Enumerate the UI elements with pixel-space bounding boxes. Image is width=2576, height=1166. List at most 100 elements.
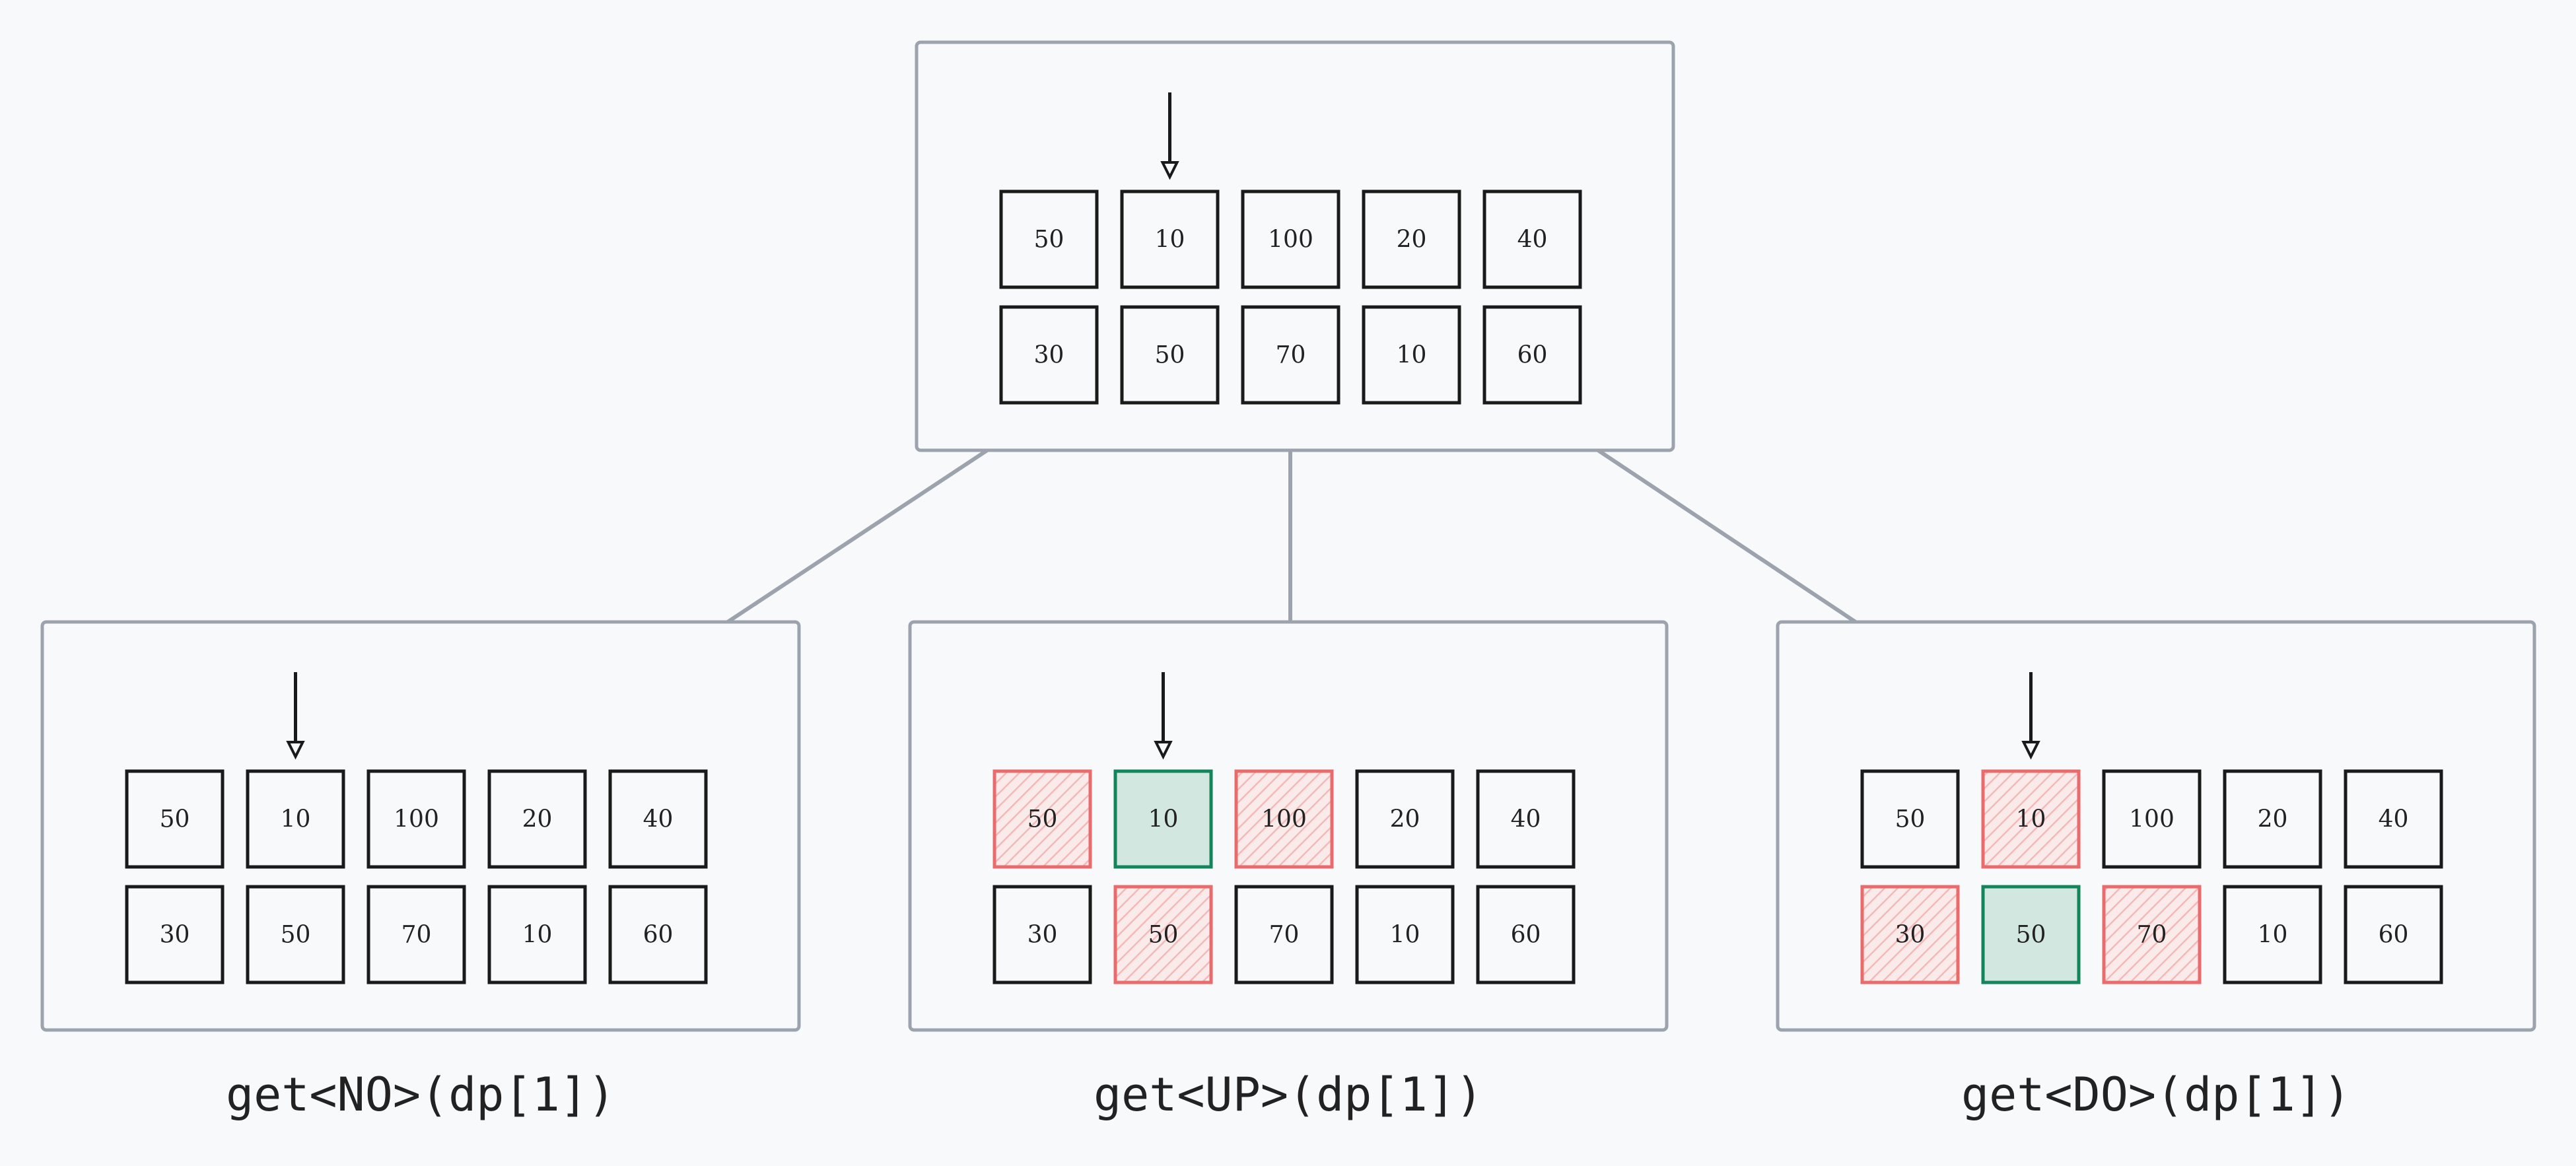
cell-value: 20 [2258,806,2288,833]
cell-box [1241,305,1340,405]
cell-value: 60 [1511,922,1541,949]
cell-box [487,885,587,984]
cell-value: 10 [2016,806,2046,833]
cell-box [1981,769,2081,869]
array-cell-normal: 40 [2344,769,2443,869]
cell-value: 70 [1269,922,1300,949]
cell-value: 50 [160,806,190,833]
cell-box [487,769,587,869]
cell-box [1362,305,1461,405]
edge-root-to-do [1596,448,1858,624]
cell-value: 40 [2379,806,2409,833]
cell-value: 100 [1268,226,1313,254]
cell-value: 70 [1276,342,1306,369]
cell-box [1120,305,1220,405]
cell-box [1120,189,1220,289]
cell-value: 20 [1397,226,1427,254]
array-cell-normal: 100 [1241,189,1340,289]
array-cell-normal: 10 [2223,885,2322,984]
cell-box [608,769,708,869]
array-cell-normal: 50 [999,189,1099,289]
root-panel: 50 10 100 20 40 30 50 70 10 60 [915,40,1675,452]
array-cell-excluded: 30 [1860,885,1960,984]
cell-value: 40 [643,806,674,833]
cell-value: 40 [1511,806,1541,833]
cell-value: 50 [281,922,311,949]
array-cell-normal: 30 [992,885,1092,984]
cell-box [125,885,225,984]
array-cell-normal: 40 [1476,769,1576,869]
array-cell-normal: 30 [999,305,1099,405]
array-cell-normal: 70 [1241,305,1340,405]
pointer-head [286,741,305,760]
cell-value: 10 [2258,922,2288,949]
pointer-head [2021,741,2040,760]
edge-root-to-no [726,448,989,624]
cell-value: 40 [1517,226,1548,254]
array-cell-excluded: 50 [992,769,1092,869]
cell-value: 50 [1027,806,1058,833]
cell-box [125,769,225,869]
array-cell-normal: 40 [608,769,708,869]
cell-value: 30 [1034,342,1064,369]
cell-box [1860,769,1960,869]
array-cell-normal: 60 [2344,885,2443,984]
array-cell-normal: 60 [1476,885,1576,984]
array-cell-normal: 100 [2102,769,2202,869]
array-cell-normal: 60 [1482,305,1582,405]
array-cell-normal: 10 [1120,189,1220,289]
cell-value: 100 [394,806,439,833]
cell-value: 60 [1517,342,1548,369]
caption-get-no: get<NO>(dp[1]) [226,1068,615,1122]
caption-get-up: get<UP>(dp[1]) [1094,1068,1483,1122]
array-cell-normal: 70 [366,885,466,984]
cell-value: 60 [2379,922,2409,949]
array-cell-normal: 20 [1355,769,1455,869]
cell-box [1482,189,1582,289]
pointer-arrow-icon [2021,672,2040,760]
cell-box [1234,885,1334,984]
cell-value: 100 [2129,806,2175,833]
cell-value: 50 [2016,922,2046,949]
cell-value: 60 [643,922,674,949]
cell-value: 50 [1895,806,1926,833]
cell-box [2344,885,2443,984]
cell-box [1482,305,1582,405]
cell-box [366,885,466,984]
array-cell-normal: 50 [125,769,225,869]
cell-value: 10 [1155,226,1185,254]
array-grid: 50 10 100 20 40 30 50 70 10 60 [999,189,1582,405]
cell-value: 30 [1895,922,1926,949]
cell-box [1476,769,1576,869]
array-cell-normal: 50 [1120,305,1220,405]
pointer-arrow-icon [1160,92,1179,180]
cell-box [2223,885,2322,984]
array-cell-normal: 10 [1362,305,1461,405]
cell-value: 50 [1155,342,1185,369]
array-cell-normal: 20 [1362,189,1461,289]
cell-value: 10 [522,922,553,949]
array-cell-normal: 40 [1482,189,1582,289]
cell-value: 20 [522,806,553,833]
cell-value: 50 [1148,922,1179,949]
cell-value: 50 [1034,226,1064,254]
cell-box [2344,769,2443,869]
array-cell-excluded: 50 [1113,885,1213,984]
array-cell-normal: 100 [366,769,466,869]
pointer-arrow-icon [286,672,305,760]
cell-box [992,885,1092,984]
cell-value: 30 [1027,922,1058,949]
array-cell-normal: 10 [246,769,345,869]
cell-value: 100 [1261,806,1307,833]
cell-value: 30 [160,922,190,949]
cell-box [2102,885,2202,984]
array-cell-normal: 50 [246,885,345,984]
edges [726,448,1858,624]
array-cell-normal: 20 [487,769,587,869]
array-cell-excluded: 100 [1234,769,1334,869]
